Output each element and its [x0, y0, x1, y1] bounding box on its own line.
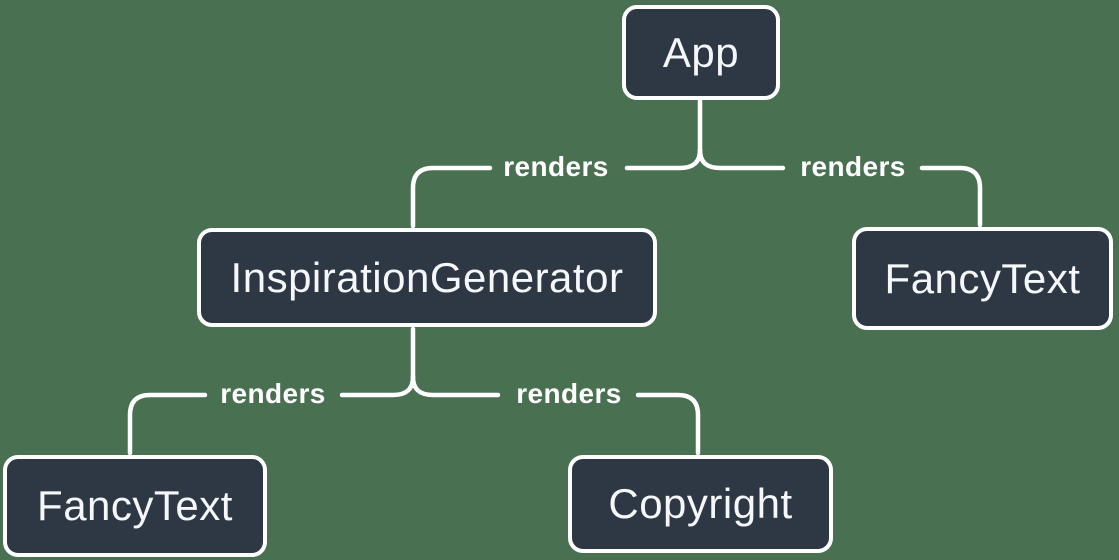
node-fancytext-bottom-left-label: FancyText	[37, 482, 233, 529]
edge-app-flare-right	[697, 147, 786, 171]
node-copyright: Copyright	[568, 455, 833, 553]
edge-ig-flare-right	[410, 374, 501, 398]
edge-label-ig-copyright: renders	[516, 378, 622, 409]
edge-ig-copyright	[635, 392, 701, 456]
edge-label-app-fancytext: renders	[800, 151, 906, 182]
edge-app-flare-left	[624, 147, 703, 171]
edge-ig-fancytext	[127, 392, 208, 456]
edge-label-app-inspirationgenerator: renders	[503, 151, 609, 182]
node-fancytext-top-right: FancyText	[852, 227, 1113, 330]
node-app: App	[622, 5, 780, 100]
edge-app-fancytext	[919, 165, 983, 228]
node-fancytext-top-right-label: FancyText	[884, 254, 1081, 302]
edge-label-ig-fancytext: renders	[220, 378, 326, 409]
node-inspiration-generator-label: InspirationGenerator	[230, 253, 624, 301]
edge-ig-flare-left	[339, 374, 416, 398]
node-copyright-label: Copyright	[608, 480, 793, 527]
edge-app-inspirationgenerator	[410, 165, 493, 229]
node-app-label: App	[662, 28, 740, 76]
node-inspiration-generator: InspirationGenerator	[197, 228, 657, 327]
node-fancytext-bottom-left: FancyText	[3, 455, 267, 557]
